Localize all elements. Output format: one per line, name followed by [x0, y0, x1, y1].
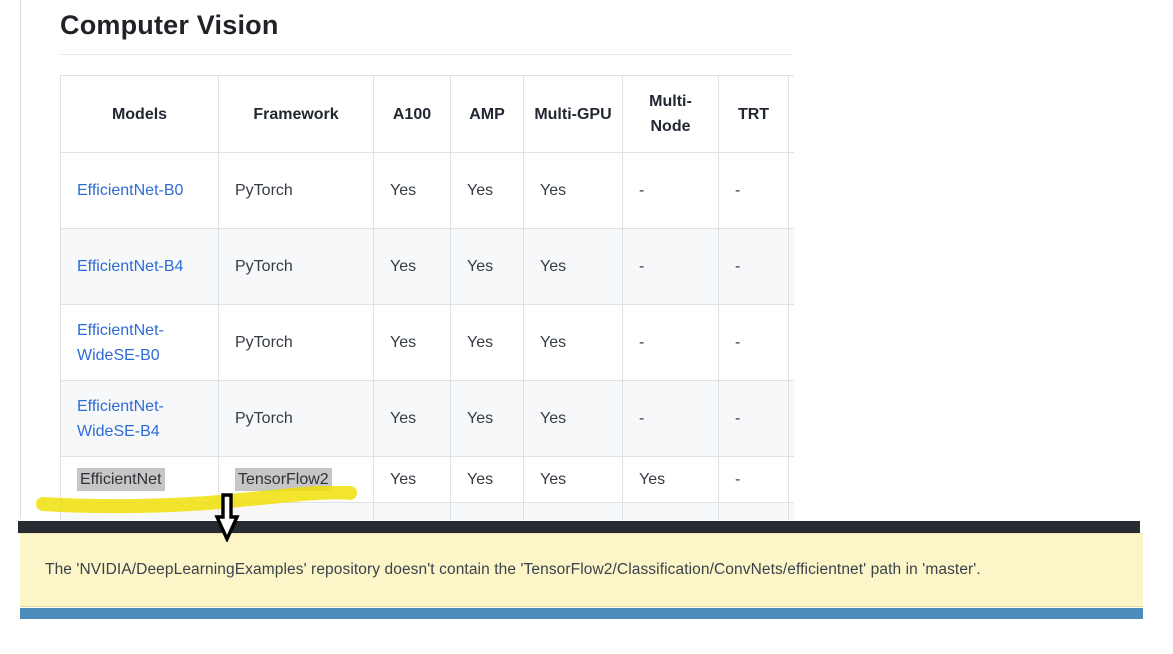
model-link[interactable]: EfficientNet-B4: [77, 258, 184, 275]
table-row: EfficientNet-B0 PyTorch Yes Yes Yes - -: [60, 152, 794, 229]
amp-cell: Yes: [450, 380, 524, 457]
multi-gpu-cell: Yes: [523, 304, 623, 381]
amp-cell: Yes: [450, 228, 524, 305]
framework-cell: PyTorch: [218, 380, 374, 457]
page-left-border: [20, 0, 21, 519]
amp-cell: Yes: [450, 456, 524, 503]
table-row-highlighted: EfficientNet TensorFlow2 Yes Yes Yes Yes…: [60, 456, 794, 503]
trt-cell: -: [718, 456, 789, 503]
header-amp: AMP: [450, 75, 524, 153]
header-clipped: [788, 75, 794, 153]
amp-cell: Yes: [450, 304, 524, 381]
header-multi-gpu: Multi-GPU: [523, 75, 623, 153]
multi-node-cell: -: [622, 228, 719, 305]
header-multi-node: Multi-Node: [622, 75, 719, 153]
header-a100: A100: [373, 75, 451, 153]
table-row: EfficientNet-WideSE-B4 PyTorch Yes Yes Y…: [60, 380, 794, 457]
tooltip-message: The 'NVIDIA/DeepLearningExamples' reposi…: [45, 561, 981, 578]
trt-cell: -: [718, 304, 789, 381]
a100-cell: Yes: [373, 380, 451, 457]
model-link[interactable]: EfficientNet-WideSE-B0: [77, 321, 164, 364]
a100-cell: Yes: [373, 228, 451, 305]
header-models: Models: [60, 75, 219, 153]
title-divider: [60, 54, 791, 55]
framework-cell: PyTorch: [218, 228, 374, 305]
selected-text-model: EfficientNet: [77, 468, 165, 491]
a100-cell: Yes: [373, 304, 451, 381]
multi-node-cell: Yes: [622, 456, 719, 503]
framework-cell: PyTorch: [218, 152, 374, 229]
multi-gpu-cell: Yes: [523, 152, 623, 229]
a100-cell: Yes: [373, 152, 451, 229]
multi-node-cell: -: [622, 304, 719, 381]
page-title: Computer Vision: [60, 10, 279, 40]
multi-gpu-cell: Yes: [523, 228, 623, 305]
table-row-clipped: [60, 502, 794, 520]
table-header-row: Models Framework A100 AMP Multi-GPU Mult…: [60, 75, 794, 153]
models-table-container: Models Framework A100 AMP Multi-GPU Mult…: [60, 75, 794, 520]
table-row: EfficientNet-B4 PyTorch Yes Yes Yes - -: [60, 228, 794, 305]
models-table: Models Framework A100 AMP Multi-GPU Mult…: [60, 75, 794, 520]
amp-cell: Yes: [450, 152, 524, 229]
a100-cell: Yes: [373, 456, 451, 503]
selected-text-framework: TensorFlow2: [235, 468, 332, 491]
model-link[interactable]: EfficientNet-WideSE-B4: [77, 397, 164, 440]
trt-cell: -: [718, 380, 789, 457]
multi-gpu-cell: Yes: [523, 456, 623, 503]
trt-cell: -: [718, 152, 789, 229]
dark-divider-bar: [18, 521, 1140, 533]
table-row: EfficientNet-WideSE-B0 PyTorch Yes Yes Y…: [60, 304, 794, 381]
github-path-tooltip: The 'NVIDIA/DeepLearningExamples' reposi…: [20, 533, 1143, 607]
trt-cell: -: [718, 228, 789, 305]
multi-gpu-cell: Yes: [523, 380, 623, 457]
header-framework: Framework: [218, 75, 374, 153]
framework-cell: PyTorch: [218, 304, 374, 381]
accent-strip: [20, 608, 1143, 619]
header-trt: TRT: [718, 75, 789, 153]
model-link[interactable]: EfficientNet-B0: [77, 182, 184, 199]
multi-node-cell: -: [622, 152, 719, 229]
multi-node-cell: -: [622, 380, 719, 457]
